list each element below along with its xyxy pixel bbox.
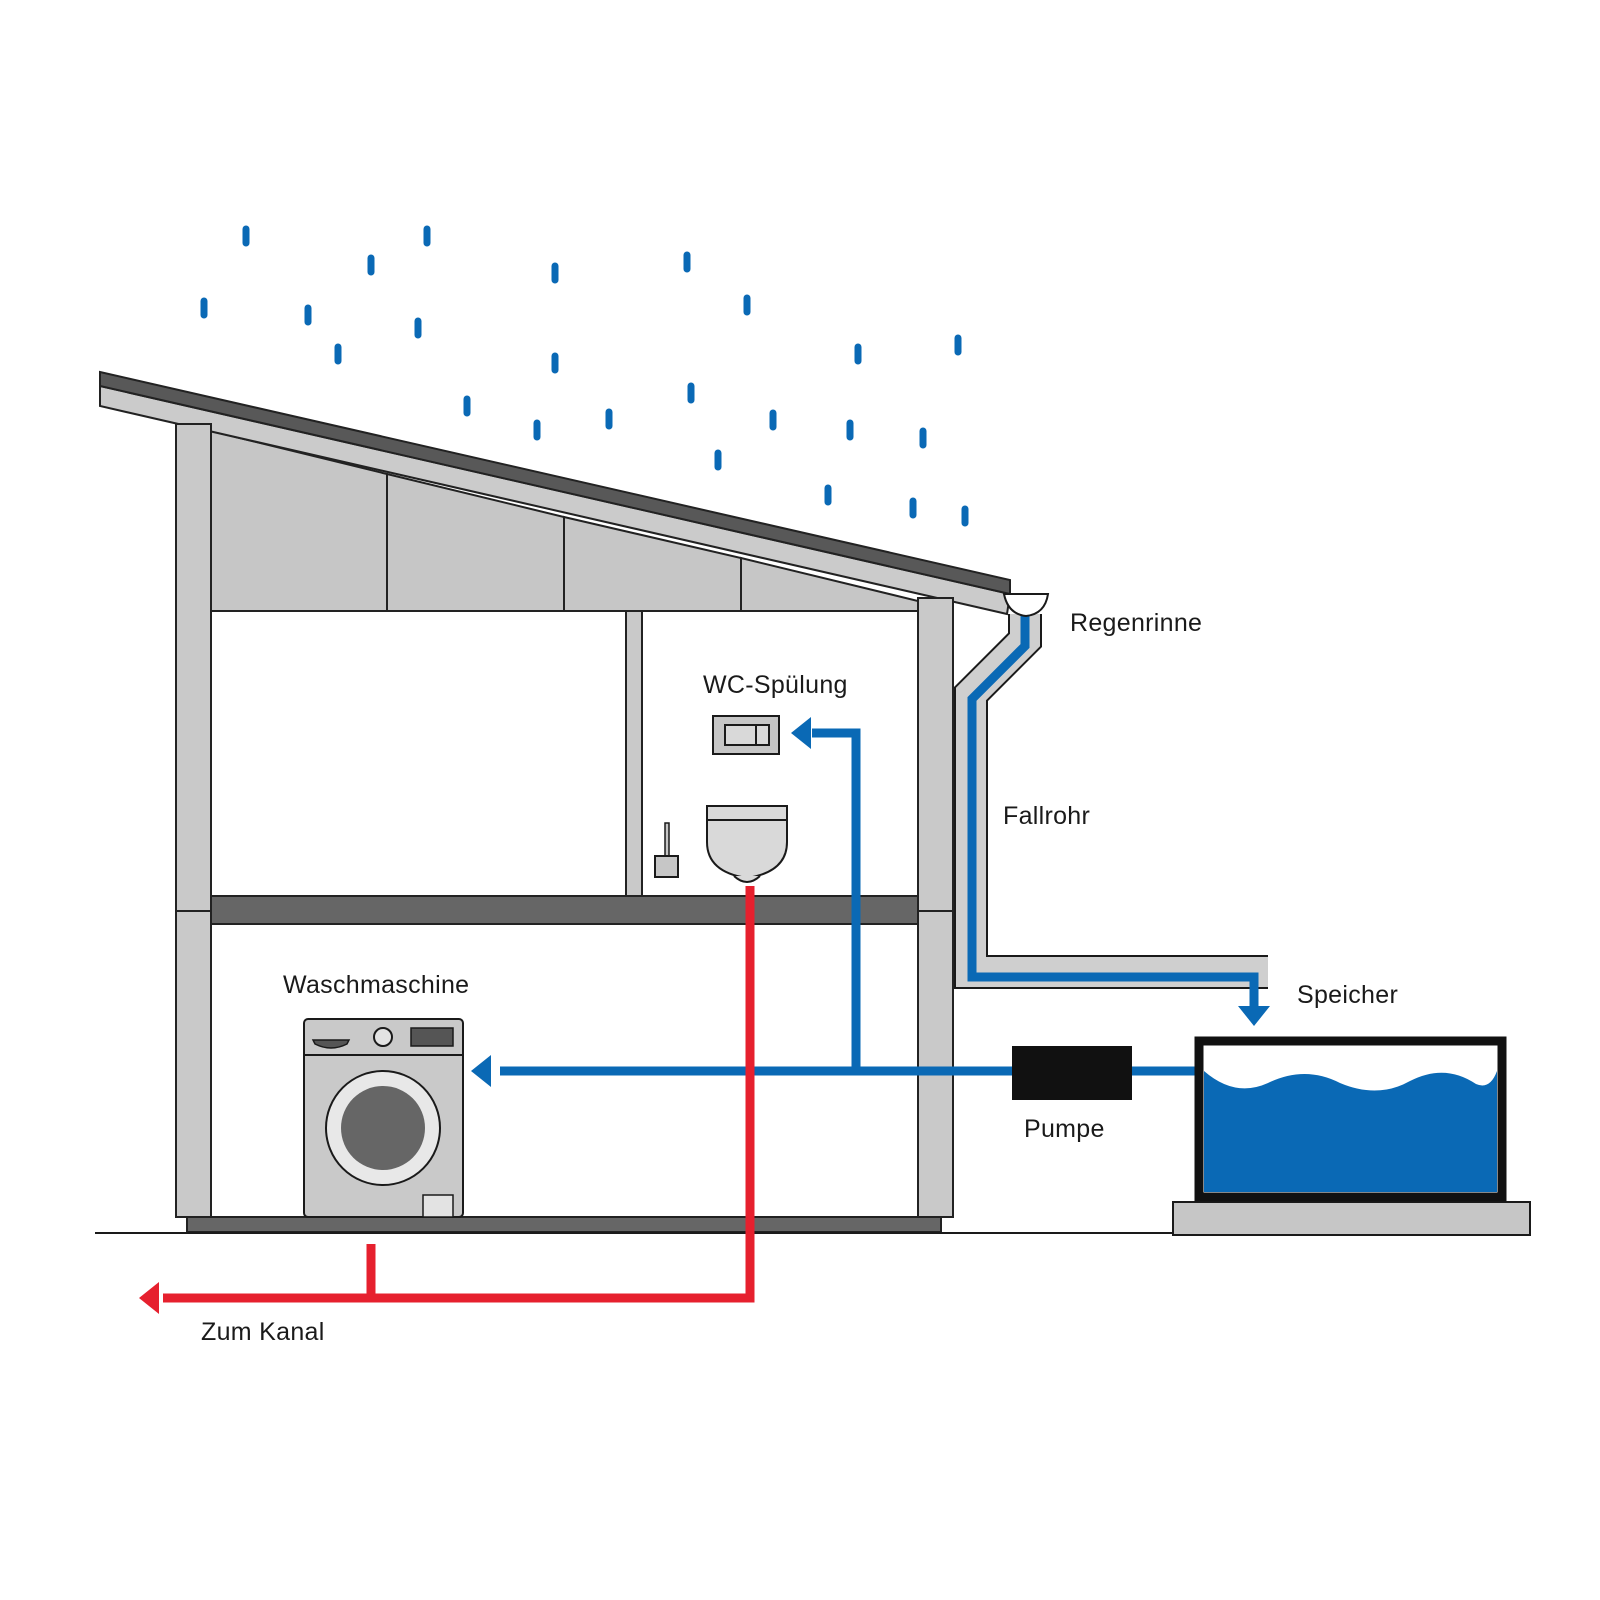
wc-flush-plate — [712, 715, 780, 755]
label-pumpe: Pumpe — [1024, 1115, 1105, 1143]
wm-detergent-drawer — [311, 1039, 351, 1049]
toilet-bowl — [706, 819, 788, 880]
left-wall-lower — [175, 910, 212, 1218]
wm-filter-hatch — [422, 1194, 454, 1218]
speicher-inlet-arrowhead — [1238, 1006, 1270, 1026]
label-waschmaschine: Waschmaschine — [283, 971, 469, 999]
wm-dial — [373, 1027, 393, 1047]
tank-base — [1172, 1201, 1531, 1236]
foundation-slab — [186, 1216, 942, 1233]
washing-machine-arrowhead — [471, 1055, 491, 1087]
downpipe-water — [967, 614, 1259, 1006]
downpipe — [954, 614, 1270, 1026]
flush-button-large — [724, 724, 757, 746]
wastewater-lines — [139, 886, 755, 1314]
toilet-brush-icon — [654, 822, 679, 878]
label-wc-spuelung: WC-Spülung — [703, 671, 848, 699]
toilet-seat — [706, 805, 788, 821]
floor-slab — [210, 895, 919, 925]
storage-tank — [1172, 1036, 1531, 1236]
label-fallrohr: Fallrohr — [1003, 802, 1090, 830]
downpipe-casing-inner — [956, 614, 1268, 987]
label-speicher: Speicher — [1297, 981, 1398, 1009]
toilet — [706, 805, 788, 883]
toilet-drain — [733, 875, 761, 883]
right-wall-upper — [917, 597, 954, 912]
wc-flush-arrowhead — [791, 717, 811, 749]
pump — [1012, 1046, 1132, 1100]
supply-riser — [812, 728, 861, 1071]
attic — [210, 429, 919, 612]
wm-display — [410, 1027, 454, 1047]
label-regenrinne: Regenrinne — [1070, 609, 1202, 637]
tank-water — [1204, 1071, 1497, 1192]
raindrops — [200, 225, 969, 527]
brush-holder — [654, 855, 679, 878]
brush-handle — [664, 822, 670, 857]
gutter — [1002, 593, 1050, 618]
label-zum-kanal: Zum Kanal — [201, 1318, 325, 1346]
wastewater-main-line — [163, 886, 755, 1303]
right-wall-lower — [917, 910, 954, 1218]
interior-partition — [625, 610, 643, 897]
wm-door-glass — [341, 1086, 425, 1170]
left-wall-upper — [175, 423, 212, 912]
washing-machine-icon — [303, 1018, 464, 1218]
flush-button-small — [755, 724, 770, 746]
sewer-arrowhead — [139, 1282, 159, 1314]
